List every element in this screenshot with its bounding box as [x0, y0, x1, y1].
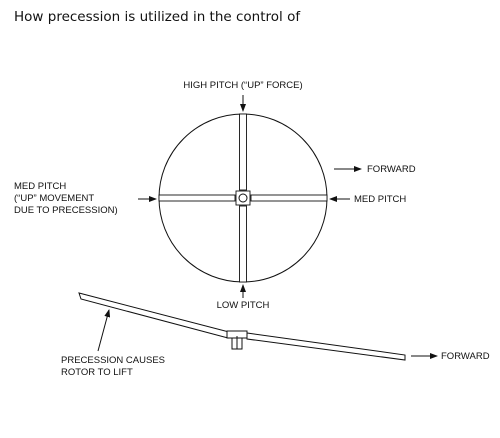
med-pitch-left-line-2: (“UP” MOVEMENT	[14, 193, 95, 204]
side-blade-right	[246, 332, 406, 361]
med-pitch-left-label: MED PITCH (“UP” MOVEMENT DUE TO PRECESSI…	[14, 181, 118, 217]
page-title: How precession is utilized in the contro…	[14, 9, 301, 25]
precession-line-1: PRECESSION CAUSES	[61, 355, 165, 366]
forward-label-top: FORWARD	[367, 164, 416, 175]
blade-right	[250, 194, 328, 202]
precession-line-2: ROTOR TO LIFT	[61, 367, 133, 378]
rotor-hub	[238, 193, 248, 203]
med-pitch-left-line-3: DUE TO PRECESSION)	[14, 205, 118, 216]
forward-label-side: FORWARD	[441, 351, 490, 362]
blade-left	[158, 194, 236, 202]
med-pitch-left-line-1: MED PITCH	[14, 181, 67, 192]
precession-arrow	[97, 309, 111, 352]
blade-top	[239, 113, 247, 191]
low-pitch-label: LOW PITCH	[216, 300, 270, 311]
med-pitch-right-label: MED PITCH	[354, 194, 407, 205]
blade-bottom	[239, 205, 247, 283]
precession-label: PRECESSION CAUSES ROTOR TO LIFT	[61, 355, 165, 379]
high-pitch-label: HIGH PITCH (“UP” FORCE)	[183, 80, 303, 91]
